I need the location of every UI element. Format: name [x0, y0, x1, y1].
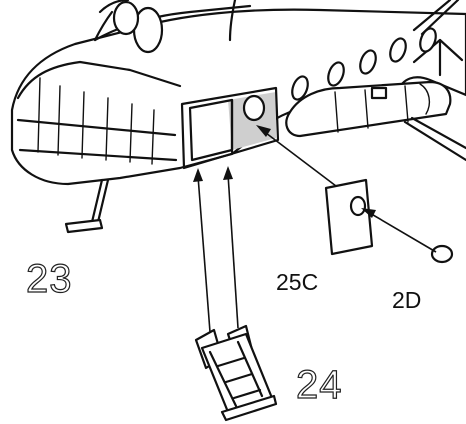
fuselage-portholes — [291, 27, 437, 101]
part-label-2d: 2D — [392, 287, 421, 313]
boarding-ladder — [194, 324, 278, 422]
cockpit-windows — [16, 0, 182, 165]
landing-strut — [64, 178, 110, 234]
step-number-24: 24 — [296, 363, 343, 407]
cabin-door — [180, 86, 280, 170]
part-label-25c: 25C — [276, 269, 318, 295]
assembly-arrows — [193, 125, 437, 333]
disc-part-2d — [430, 244, 454, 264]
door-panel-25c — [324, 178, 374, 256]
helicopter-fuselage — [10, 0, 466, 186]
step-number-23: 23 — [26, 257, 73, 301]
